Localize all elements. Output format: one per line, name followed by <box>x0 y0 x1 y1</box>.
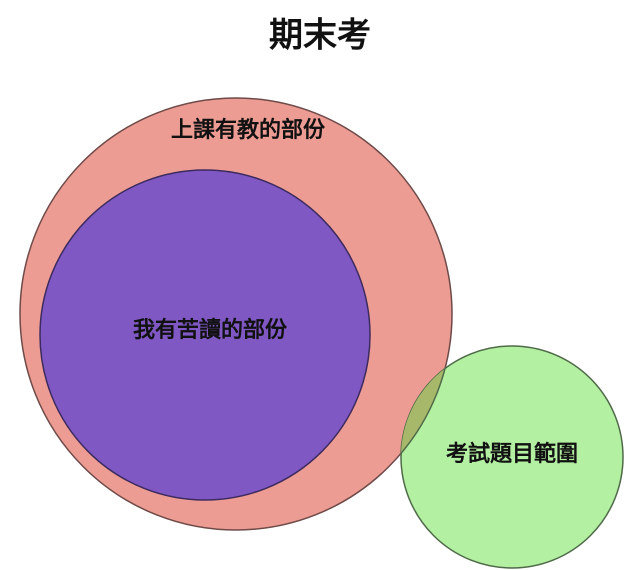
label-taught: 上課有教的部份 <box>170 118 326 143</box>
circle-studied <box>39 169 371 501</box>
label-studied: 我有苦讀的部份 <box>132 318 288 343</box>
label-exam: 考試題目範圍 <box>445 442 579 467</box>
circle-exam <box>400 345 624 569</box>
diagram-title: 期末考 <box>269 15 371 56</box>
